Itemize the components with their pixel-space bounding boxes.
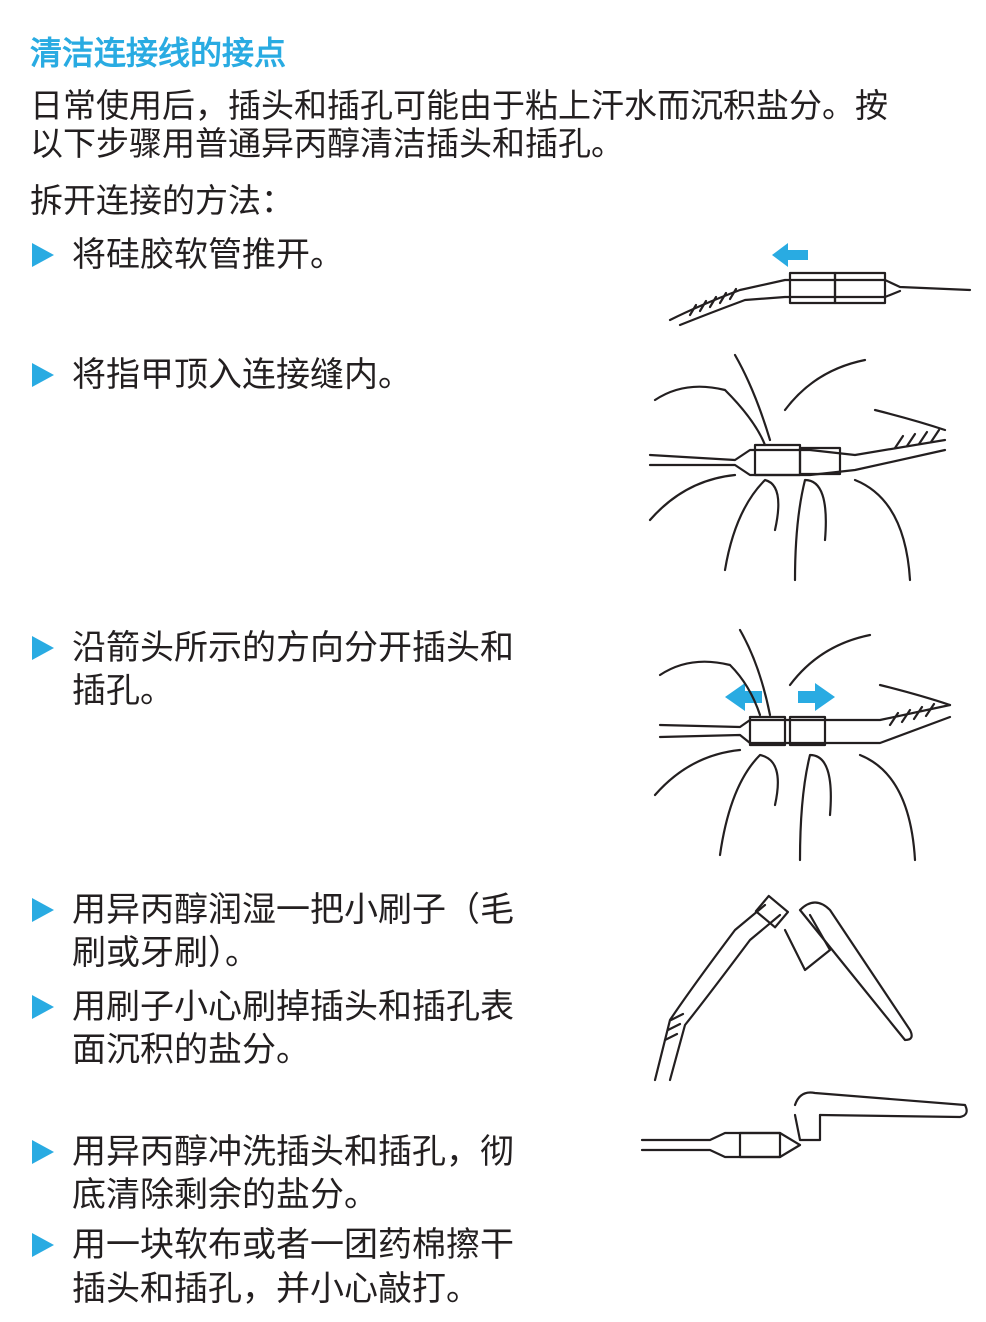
bullet-triangle-icon [32,243,54,267]
step-5-line-1: 用刷子小心刷掉插头和插孔表 [72,987,514,1027]
step-6-line-2: 底清除剩余的盐分。 [72,1175,378,1215]
subheading: 拆开连接的方法： [30,181,294,220]
step-5-line-2: 面沉积的盐分。 [72,1030,310,1070]
step-3-line-1: 沿箭头所示的方向分开插头和 [72,628,514,668]
section-title: 清洁连接线的接点 [30,34,287,72]
intro-line-2: 以下步骤用普通异丙醇清洁插头和插孔。 [30,124,624,163]
illustration-fingernail-seam [648,353,947,582]
intro-line-1: 日常使用后，插头和插孔可能由于粘上汗水而沉积盐分。按 [30,86,888,125]
step-2-line-1: 将指甲顶入连接缝内。 [72,355,412,395]
step-3-line-2: 插孔。 [72,671,174,711]
step-7-line-2: 插头和插孔，并小心敲打。 [72,1269,480,1309]
bullet-triangle-icon [32,1233,54,1257]
illustration-brush-socket [640,1091,968,1159]
illustration-push-sleeve [668,243,972,327]
step-4-line-2: 刷或牙刷）。 [72,933,259,973]
bullet-triangle-icon [32,1140,54,1164]
step-1-line-1: 将硅胶软管推开。 [72,235,344,275]
bullet-triangle-icon [32,898,54,922]
illustration-separate-connector [653,628,952,862]
step-4-line-1: 用异丙醇润湿一把小刷子（毛 [72,890,514,930]
illustration-brush-plug [653,894,913,1082]
step-6-line-1: 用异丙醇冲洗插头和插孔，彻 [72,1132,514,1172]
bullet-triangle-icon [32,363,54,387]
step-7-line-1: 用一块软布或者一团药棉擦干 [72,1225,514,1265]
bullet-triangle-icon [32,636,54,660]
bullet-triangle-icon [32,995,54,1019]
